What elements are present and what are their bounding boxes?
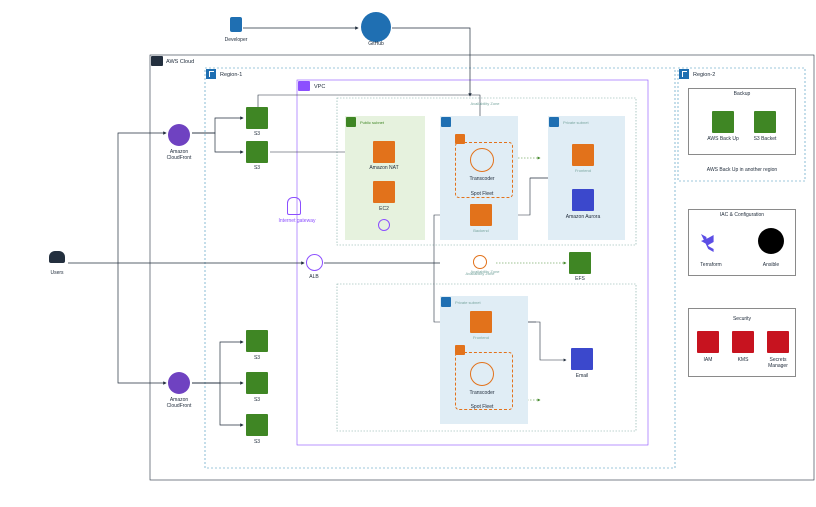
endpoint-icon (378, 219, 390, 231)
s3-icon-1[interactable] (246, 107, 268, 129)
secrets-manager-icon[interactable] (767, 331, 789, 353)
aurora-label: Amazon Aurora (565, 214, 601, 220)
az-top-label: Availability Zone (470, 101, 500, 106)
aws-cloud-title: AWS Cloud (166, 59, 195, 65)
iam-icon[interactable] (697, 331, 719, 353)
s3-icon-2[interactable] (246, 141, 268, 163)
az-top (336, 97, 637, 246)
region1-boundary (204, 67, 676, 469)
ec2-public-label: EC2 (379, 206, 389, 212)
backend-label: Backend (473, 228, 489, 233)
kms-icon[interactable] (732, 331, 754, 353)
s3-label-5: S3 (253, 439, 261, 445)
internet-gateway-label: Internet gateway (278, 218, 316, 224)
iac-title: IAC & Configuration (719, 212, 765, 218)
az-center-label: Availability Zone (465, 271, 495, 276)
nat-icon[interactable] (373, 141, 395, 163)
alb-label: ALB (309, 274, 319, 280)
frontend-bottom-label: Frontend (472, 335, 489, 340)
s3-label-2: S3 (253, 165, 261, 171)
region2-flag-icon (679, 69, 689, 79)
iam-label: IAM (703, 357, 713, 363)
alb-icon[interactable] (306, 254, 323, 271)
transcoder-bottom-icon[interactable] (470, 362, 494, 386)
spot-fleet-bottom (455, 352, 513, 410)
vpc-boundary (296, 79, 649, 446)
transcoder-top-icon[interactable] (470, 148, 494, 172)
email-label: Email (575, 373, 589, 379)
cloudfront-bottom-label: Amazon CloudFront (166, 397, 192, 409)
aurora-icon[interactable] (572, 189, 594, 211)
aws-cloud-icon (151, 56, 163, 66)
ec2-public-icon[interactable] (373, 181, 395, 203)
github-label: GitHub (368, 41, 384, 47)
spot-bottom-badge-icon (455, 345, 465, 355)
frontend-bottom-icon[interactable] (470, 311, 492, 333)
kms-label: KMS (737, 357, 749, 363)
s3-backet-icon[interactable] (754, 111, 776, 133)
spot-fleet-bottom-label: Spot Fleet (470, 404, 494, 410)
backup-note: AWS Back Up in another region (706, 167, 778, 173)
internet-gateway-icon (287, 197, 301, 215)
users-icon (49, 251, 65, 263)
frontend-label: Frontend (574, 168, 591, 173)
transcoder-bottom-label: Transcoder (469, 390, 495, 396)
cloudfront-top-label: Amazon CloudFront (166, 149, 192, 161)
s3-icon-4[interactable] (246, 372, 268, 394)
backup-title: Backup (733, 91, 751, 97)
transcoder-top-label: Transcoder (469, 176, 495, 182)
frontend-icon[interactable] (572, 144, 594, 166)
vpc-icon (298, 81, 310, 91)
aws-backup-icon[interactable] (712, 111, 734, 133)
developer-label: Developer (224, 37, 248, 43)
spot-top-badge-icon (455, 134, 465, 144)
az-bottom (336, 283, 637, 432)
efs-icon[interactable] (569, 252, 591, 274)
s3-icon-3[interactable] (246, 330, 268, 352)
aws-backup-label: AWS Back Up (707, 136, 739, 142)
private-subnet-bottom-lock-icon (441, 297, 451, 307)
private-subnet-data-title: Private subnet (563, 120, 589, 125)
s3-backet-label: S3 Backet (753, 136, 777, 142)
private-subnet-data-panel (548, 116, 625, 240)
public-subnet-title: Public subnet (360, 120, 385, 125)
private-subnet-top-lock-icon (441, 117, 451, 127)
region1-title: Region-1 (220, 72, 243, 78)
cloudfront-bottom-icon[interactable] (168, 372, 190, 394)
developer-icon (230, 17, 242, 32)
spot-fleet-top-label: Spot Fleet (470, 191, 494, 197)
s3-label-1: S3 (253, 131, 261, 137)
aws-cloud-boundary (149, 54, 815, 481)
terraform-label: Terraform (700, 262, 722, 268)
backup-panel (688, 88, 796, 155)
security-title: Security (732, 316, 752, 322)
users-label: Users (50, 270, 64, 276)
az-bottom-label: Availability Zone (470, 269, 500, 274)
secrets-manager-label: Secrets Manager (768, 357, 788, 369)
email-icon[interactable] (571, 348, 593, 370)
nat-label: Amazon NAT (369, 165, 399, 171)
s3-icon-5[interactable] (246, 414, 268, 436)
ansible-icon (758, 228, 784, 254)
s3-label-4: S3 (253, 397, 261, 403)
s3-label-3: S3 (253, 355, 261, 361)
backend-icon[interactable] (470, 204, 492, 226)
public-subnet-lock-icon (346, 117, 356, 127)
elb-node-icon (473, 255, 487, 269)
private-subnet-data-lock-icon (549, 117, 559, 127)
ansible-label: Ansible (762, 262, 780, 268)
region1-flag-icon (206, 69, 216, 79)
cloudfront-top-icon[interactable] (168, 124, 190, 146)
private-subnet-bottom-title: Private subnet (455, 300, 481, 305)
vpc-title: VPC (314, 84, 326, 90)
efs-label: EFS (575, 276, 585, 282)
spot-fleet-top (455, 142, 513, 198)
github-icon (361, 12, 391, 42)
region2-title: Region-2 (693, 72, 716, 78)
